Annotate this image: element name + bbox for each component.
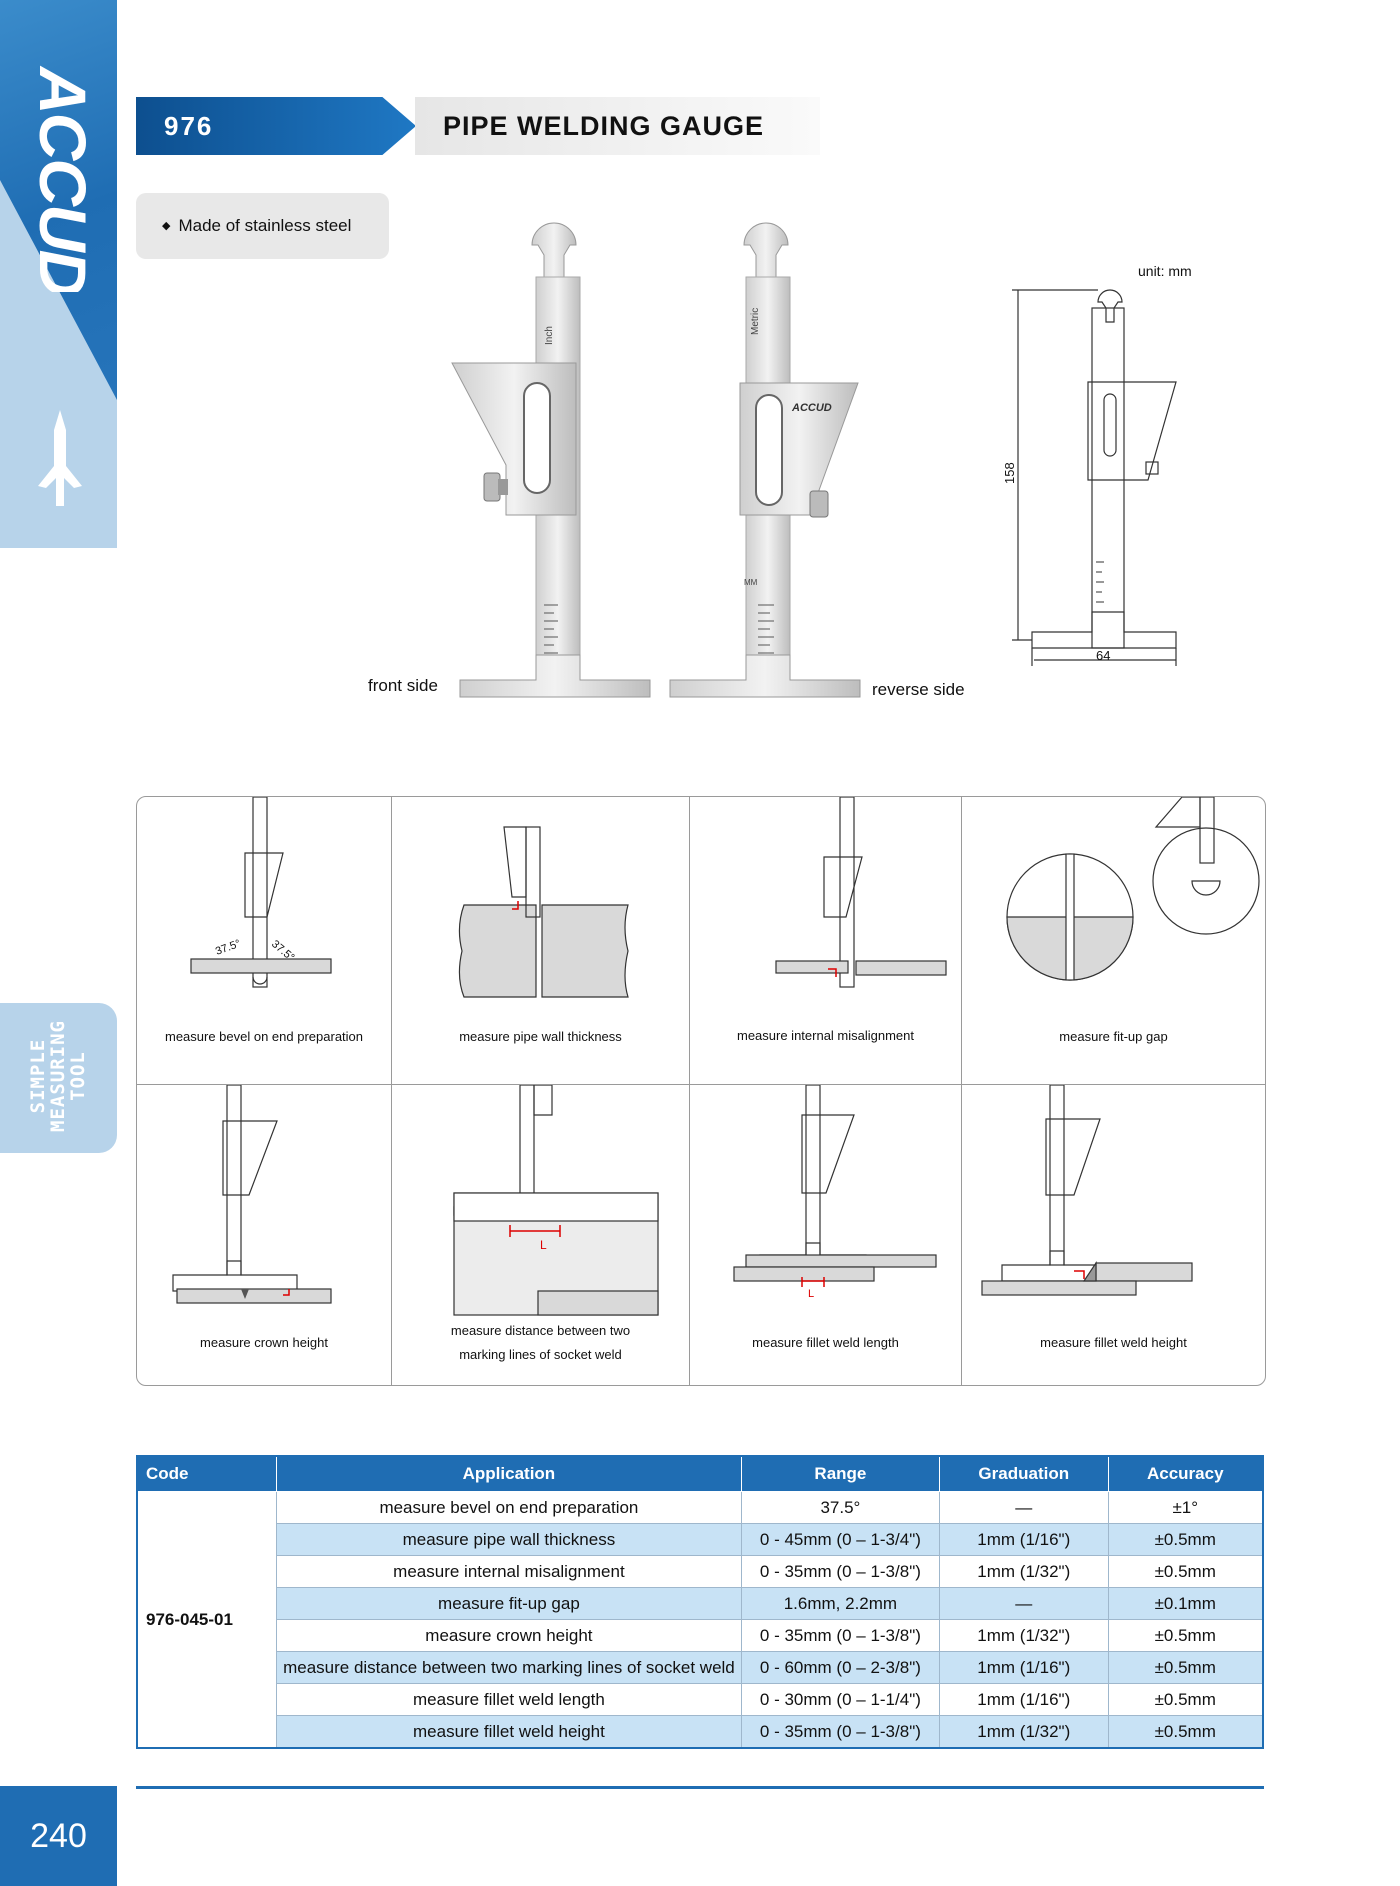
- application-caption: measure internal misalignment: [736, 1028, 915, 1043]
- diamond-bullet-icon: ◆: [162, 220, 171, 232]
- cell-graduation: 1mm (1/32"): [939, 1555, 1109, 1588]
- table-row: measure pipe wall thickness 0 - 45mm (0 …: [137, 1523, 1264, 1556]
- metric-mark: Metric: [750, 308, 761, 335]
- applications-grid: 37.5° 37.5° measure bevel on end prepara…: [136, 796, 1266, 1386]
- table-row: measure fillet weld length 0 - 30mm (0 –…: [137, 1683, 1264, 1716]
- cell-range: 1.6mm, 2.2mm: [740, 1587, 941, 1620]
- cell-application: measure bevel on end preparation: [276, 1491, 742, 1524]
- cell-application: measure fit-up gap: [276, 1587, 742, 1620]
- product-photos: Inch Metric ACCUD MM: [451, 222, 861, 698]
- cell-accuracy: ±1°: [1107, 1491, 1264, 1524]
- brand-side-band: ACCUD: [0, 0, 117, 548]
- application-caption-line1: measure distance between two: [450, 1323, 631, 1338]
- specification-table: Code Application Range Graduation Accura…: [136, 1455, 1264, 1749]
- feature-box: ◆ Made of stainless steel: [136, 193, 389, 259]
- distance-mark: L: [540, 1238, 547, 1252]
- cell-application: measure crown height: [276, 1619, 742, 1652]
- application-cell: measure fit-up gap: [962, 797, 1265, 1085]
- cell-range: 0 - 35mm (0 – 1-3/8"): [740, 1715, 941, 1749]
- table-header-row: Code Application Range Graduation Accura…: [136, 1455, 1264, 1492]
- brand-logo: ACCUD: [26, 65, 100, 292]
- cell-graduation: —: [939, 1587, 1109, 1620]
- cell-application: measure fillet weld length: [276, 1683, 742, 1716]
- reverse-gauge-photo: Metric ACCUD MM: [669, 222, 861, 698]
- application-cell: measure crown height: [137, 1085, 392, 1385]
- cell-range: 0 - 45mm (0 – 1-3/4"): [740, 1523, 941, 1556]
- cell-graduation: 1mm (1/32"): [939, 1715, 1109, 1749]
- application-cell: measure pipe wall thickness: [392, 797, 690, 1085]
- cell-application: measure pipe wall thickness: [276, 1523, 742, 1556]
- application-caption: measure fit-up gap: [1059, 1029, 1168, 1044]
- application-caption: measure fillet weld height: [1040, 1335, 1187, 1350]
- cell-range: 0 - 60mm (0 – 2-3/8"): [740, 1651, 941, 1684]
- cell-application: measure distance between two marking lin…: [276, 1651, 742, 1684]
- application-caption: measure bevel on end preparation: [164, 1029, 364, 1044]
- table-row: 976-045-01 measure bevel on end preparat…: [136, 1491, 1264, 1749]
- cell-accuracy: ±0.5mm: [1107, 1555, 1264, 1588]
- cell-accuracy: ±0.5mm: [1107, 1619, 1264, 1652]
- tool-icon: [38, 410, 82, 506]
- unit-label: unit: mm: [1138, 263, 1192, 279]
- product-code-banner: 976: [136, 97, 416, 155]
- cell-accuracy: ±0.5mm: [1107, 1715, 1264, 1749]
- application-cell: measure fillet weld height: [962, 1085, 1265, 1385]
- product-code-cell: 976-045-01: [136, 1491, 278, 1749]
- dimension-drawing: unit: mm 158 64: [1002, 263, 1192, 666]
- cell-graduation: 1mm (1/16"): [939, 1523, 1109, 1556]
- cell-accuracy: ±0.5mm: [1107, 1523, 1264, 1556]
- cell-accuracy: ±0.5mm: [1107, 1651, 1264, 1684]
- table-row: measure fit-up gap 1.6mm, 2.2mm — ±0.1mm: [137, 1587, 1264, 1620]
- cell-accuracy: ±0.1mm: [1107, 1587, 1264, 1620]
- side-tab-line1: SIMPLE: [27, 1038, 49, 1114]
- svg-text:ACCUD: ACCUD: [26, 65, 100, 292]
- application-caption: measure distance between two marking lin…: [392, 1319, 689, 1367]
- side-tab-line2: MEASURING TOOL: [47, 1020, 89, 1132]
- feature-text: Made of stainless steel: [178, 216, 352, 235]
- header-range: Range: [740, 1455, 941, 1492]
- product-title: PIPE WELDING GAUGE: [415, 97, 820, 155]
- reverse-side-label: reverse side: [872, 680, 965, 699]
- footer-rule: [136, 1786, 1264, 1789]
- cell-application: measure fillet weld height: [276, 1715, 742, 1749]
- table-row: measure crown height 0 - 35mm (0 – 1-3/8…: [137, 1619, 1264, 1652]
- header-graduation: Graduation: [939, 1455, 1109, 1492]
- cell-accuracy: ±0.5mm: [1107, 1683, 1264, 1716]
- application-cell: L measure distance between two marking l…: [392, 1085, 690, 1385]
- application-cell: L measure fillet weld length: [690, 1085, 962, 1385]
- cell-range: 0 - 30mm (0 – 1-1/4"): [740, 1683, 941, 1716]
- length-mark: L: [808, 1288, 814, 1300]
- width-dimension: 64: [1096, 648, 1110, 663]
- header-application: Application: [276, 1455, 742, 1492]
- inch-mark: Inch: [544, 326, 555, 345]
- application-caption-line2: marking lines of socket weld: [459, 1347, 622, 1362]
- angle-left-label: 37.5°: [214, 938, 242, 958]
- front-side-label: front side: [368, 676, 438, 695]
- gauge-logo-mark: ACCUD: [791, 402, 832, 414]
- cell-application: measure internal misalignment: [276, 1555, 742, 1588]
- cell-graduation: 1mm (1/32"): [939, 1619, 1109, 1652]
- cell-range: 0 - 35mm (0 – 1-3/8"): [740, 1555, 941, 1588]
- application-caption: measure pipe wall thickness: [459, 1029, 622, 1044]
- table-row: measure fillet weld height 0 - 35mm (0 –…: [137, 1715, 1264, 1749]
- application-cell: 37.5° 37.5° measure bevel on end prepara…: [137, 797, 392, 1085]
- front-gauge-photo: Inch: [451, 222, 651, 698]
- application-caption: measure fillet weld length: [752, 1335, 899, 1350]
- cell-graduation: 1mm (1/16"): [939, 1683, 1109, 1716]
- height-dimension: 158: [1002, 462, 1017, 484]
- cell-range: 0 - 35mm (0 – 1-3/8"): [740, 1619, 941, 1652]
- table-row: measure distance between two marking lin…: [137, 1651, 1264, 1684]
- cell-graduation: 1mm (1/16"): [939, 1651, 1109, 1684]
- page-number: 240: [0, 1786, 117, 1886]
- table-row: measure internal misalignment 0 - 35mm (…: [137, 1555, 1264, 1588]
- application-caption: measure crown height: [200, 1335, 328, 1350]
- cell-graduation: —: [939, 1491, 1109, 1524]
- header-code: Code: [136, 1455, 278, 1492]
- mm-mark: MM: [744, 578, 758, 587]
- application-cell: measure internal misalignment: [690, 797, 962, 1085]
- header-accuracy: Accuracy: [1107, 1455, 1264, 1492]
- cell-range: 37.5°: [740, 1491, 941, 1524]
